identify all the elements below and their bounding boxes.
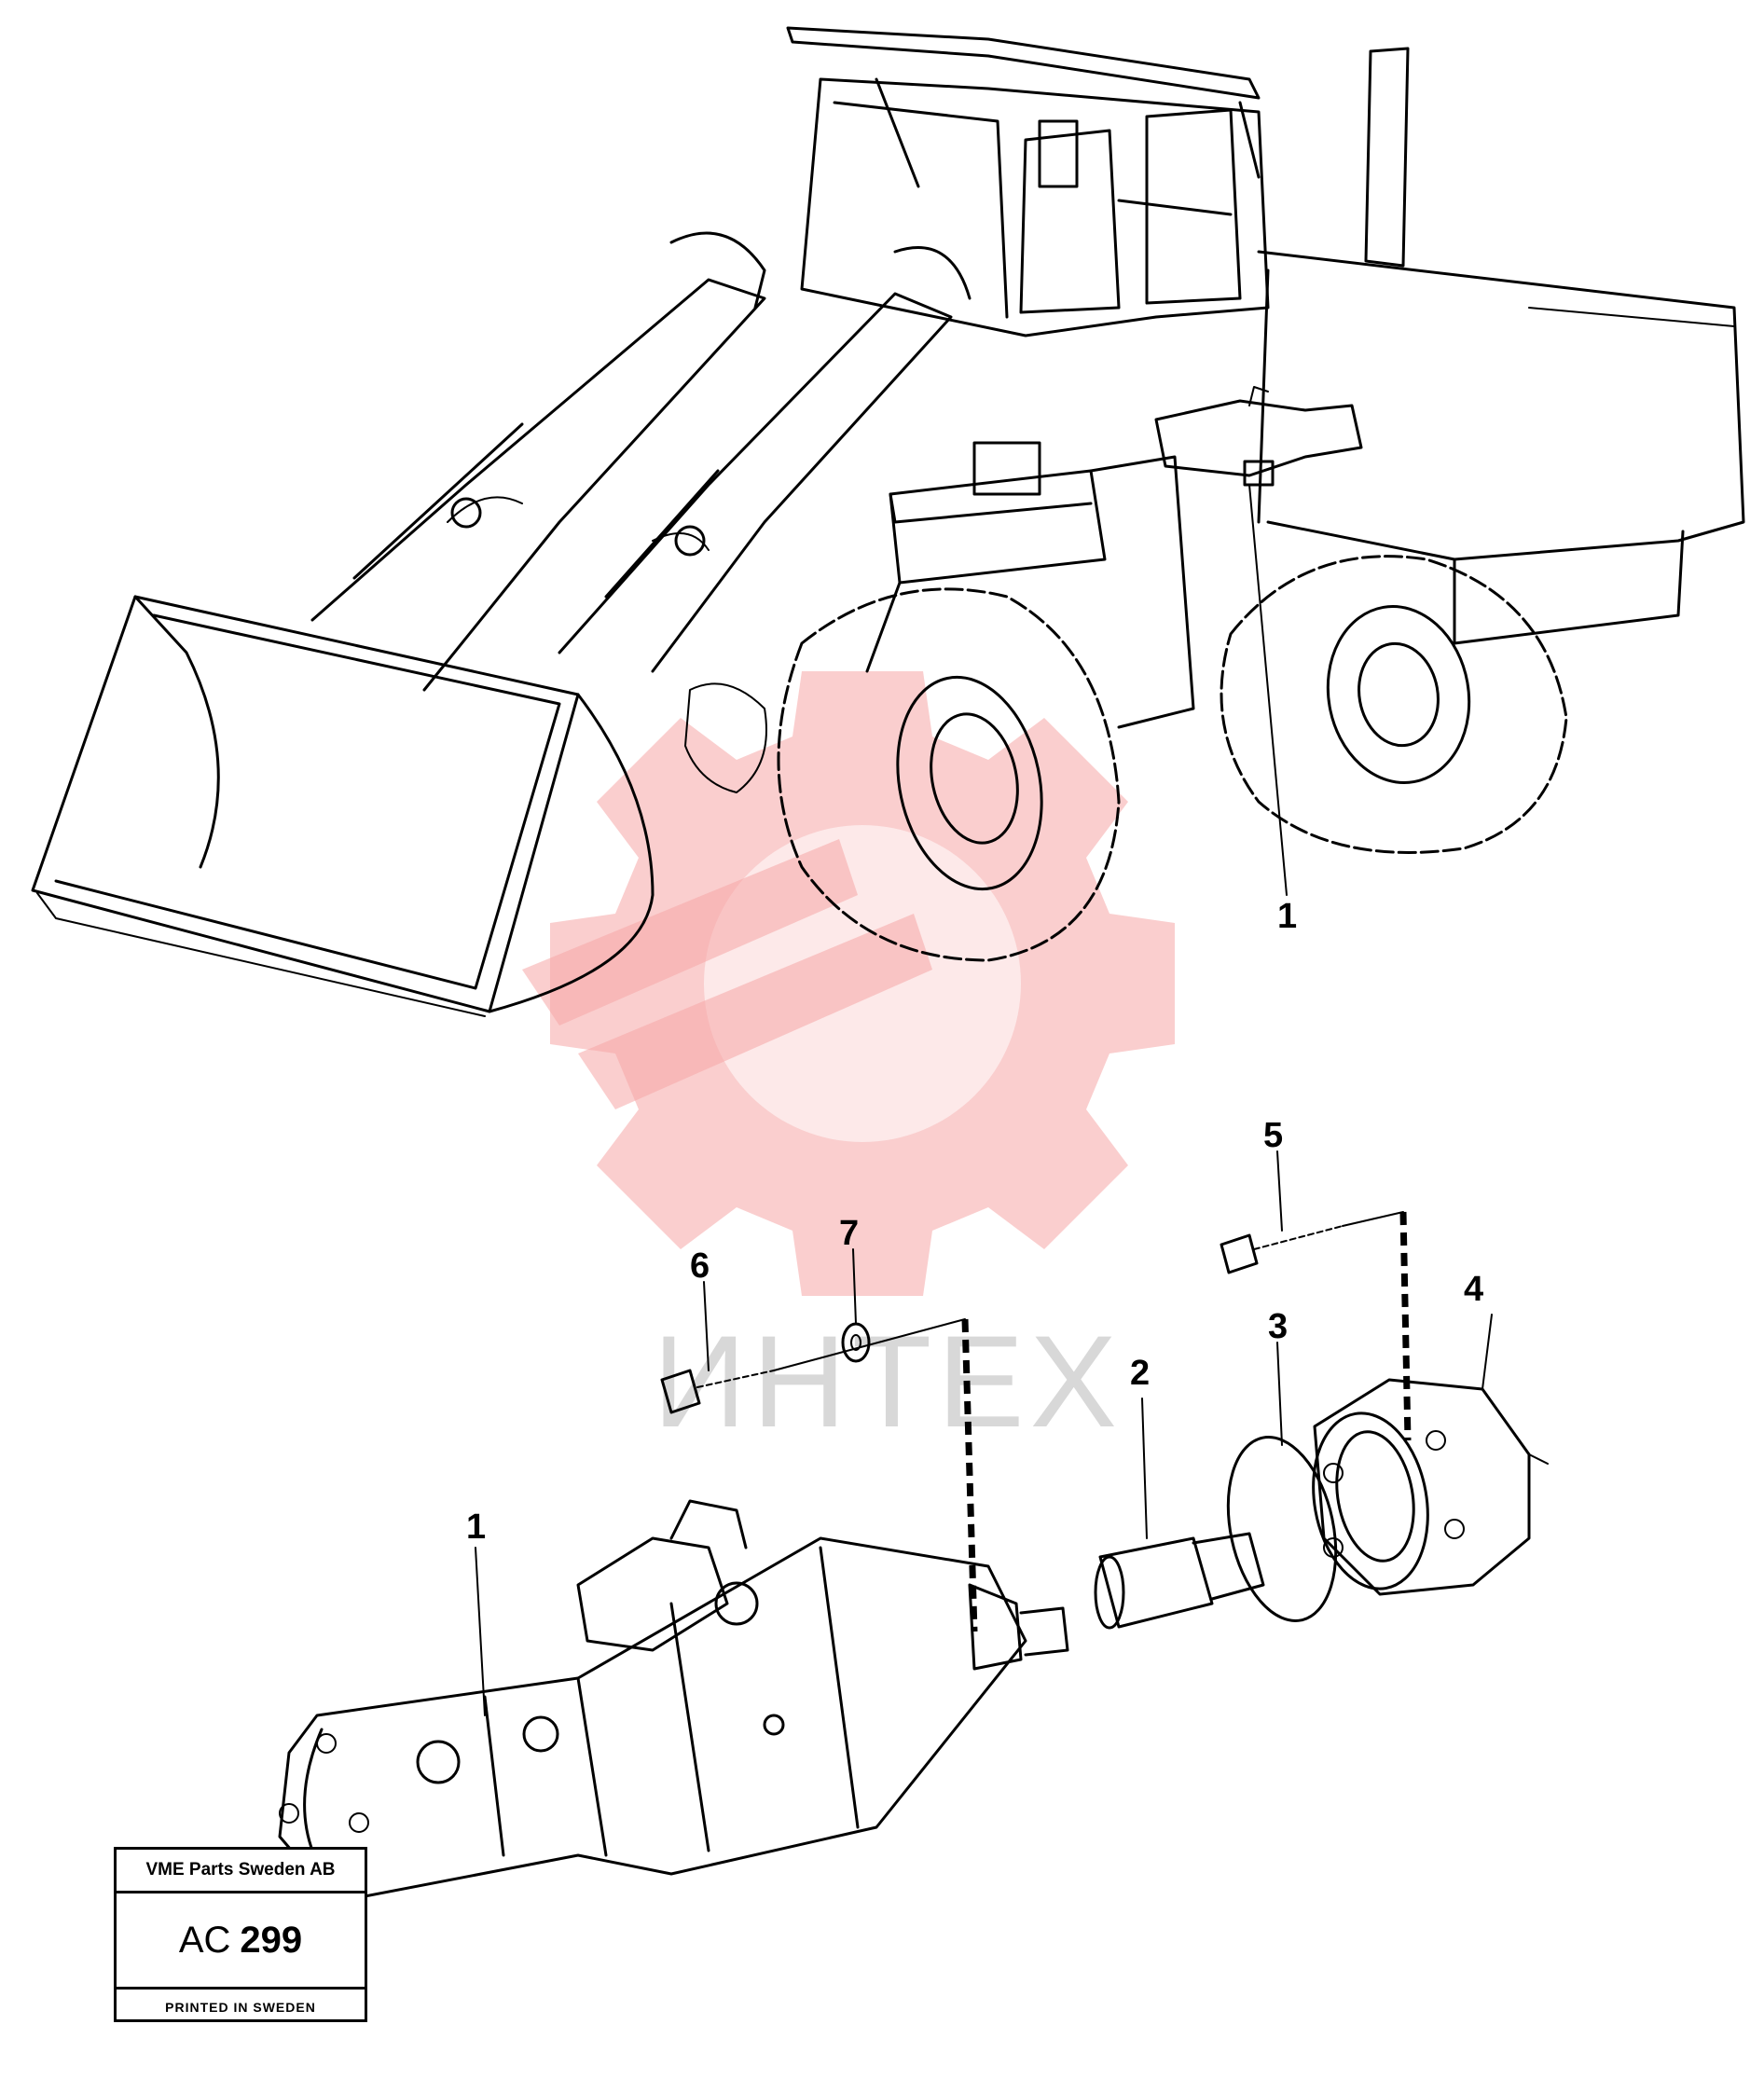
callout-lower-1: 1 [466,1508,486,1547]
drawing-code-number: 299 [240,1919,303,1961]
callout-3: 3 [1268,1307,1288,1346]
callout-2: 2 [1130,1354,1150,1393]
wheel-loader-drawing [31,26,1745,1017]
callout-7: 7 [839,1214,859,1253]
pump-assembly-drawing [278,1150,1549,1904]
drawing-code: AC 299 [117,1893,365,1990]
callout-5: 5 [1263,1116,1283,1155]
callout-4: 4 [1464,1270,1483,1309]
watermark-text: ИНТЕХ [653,1308,1123,1454]
callout-6: 6 [690,1246,710,1286]
callout-upper-1: 1 [1277,897,1297,936]
drawing-code-prefix: AC [178,1919,231,1961]
title-block: VME Parts Sweden AB AC 299 PRINTED IN SW… [114,1847,367,2022]
company-name: VME Parts Sweden AB [117,1850,365,1893]
watermark-gear-icon [522,671,1175,1296]
printed-in-label: PRINTED IN SWEDEN [165,2000,316,2015]
